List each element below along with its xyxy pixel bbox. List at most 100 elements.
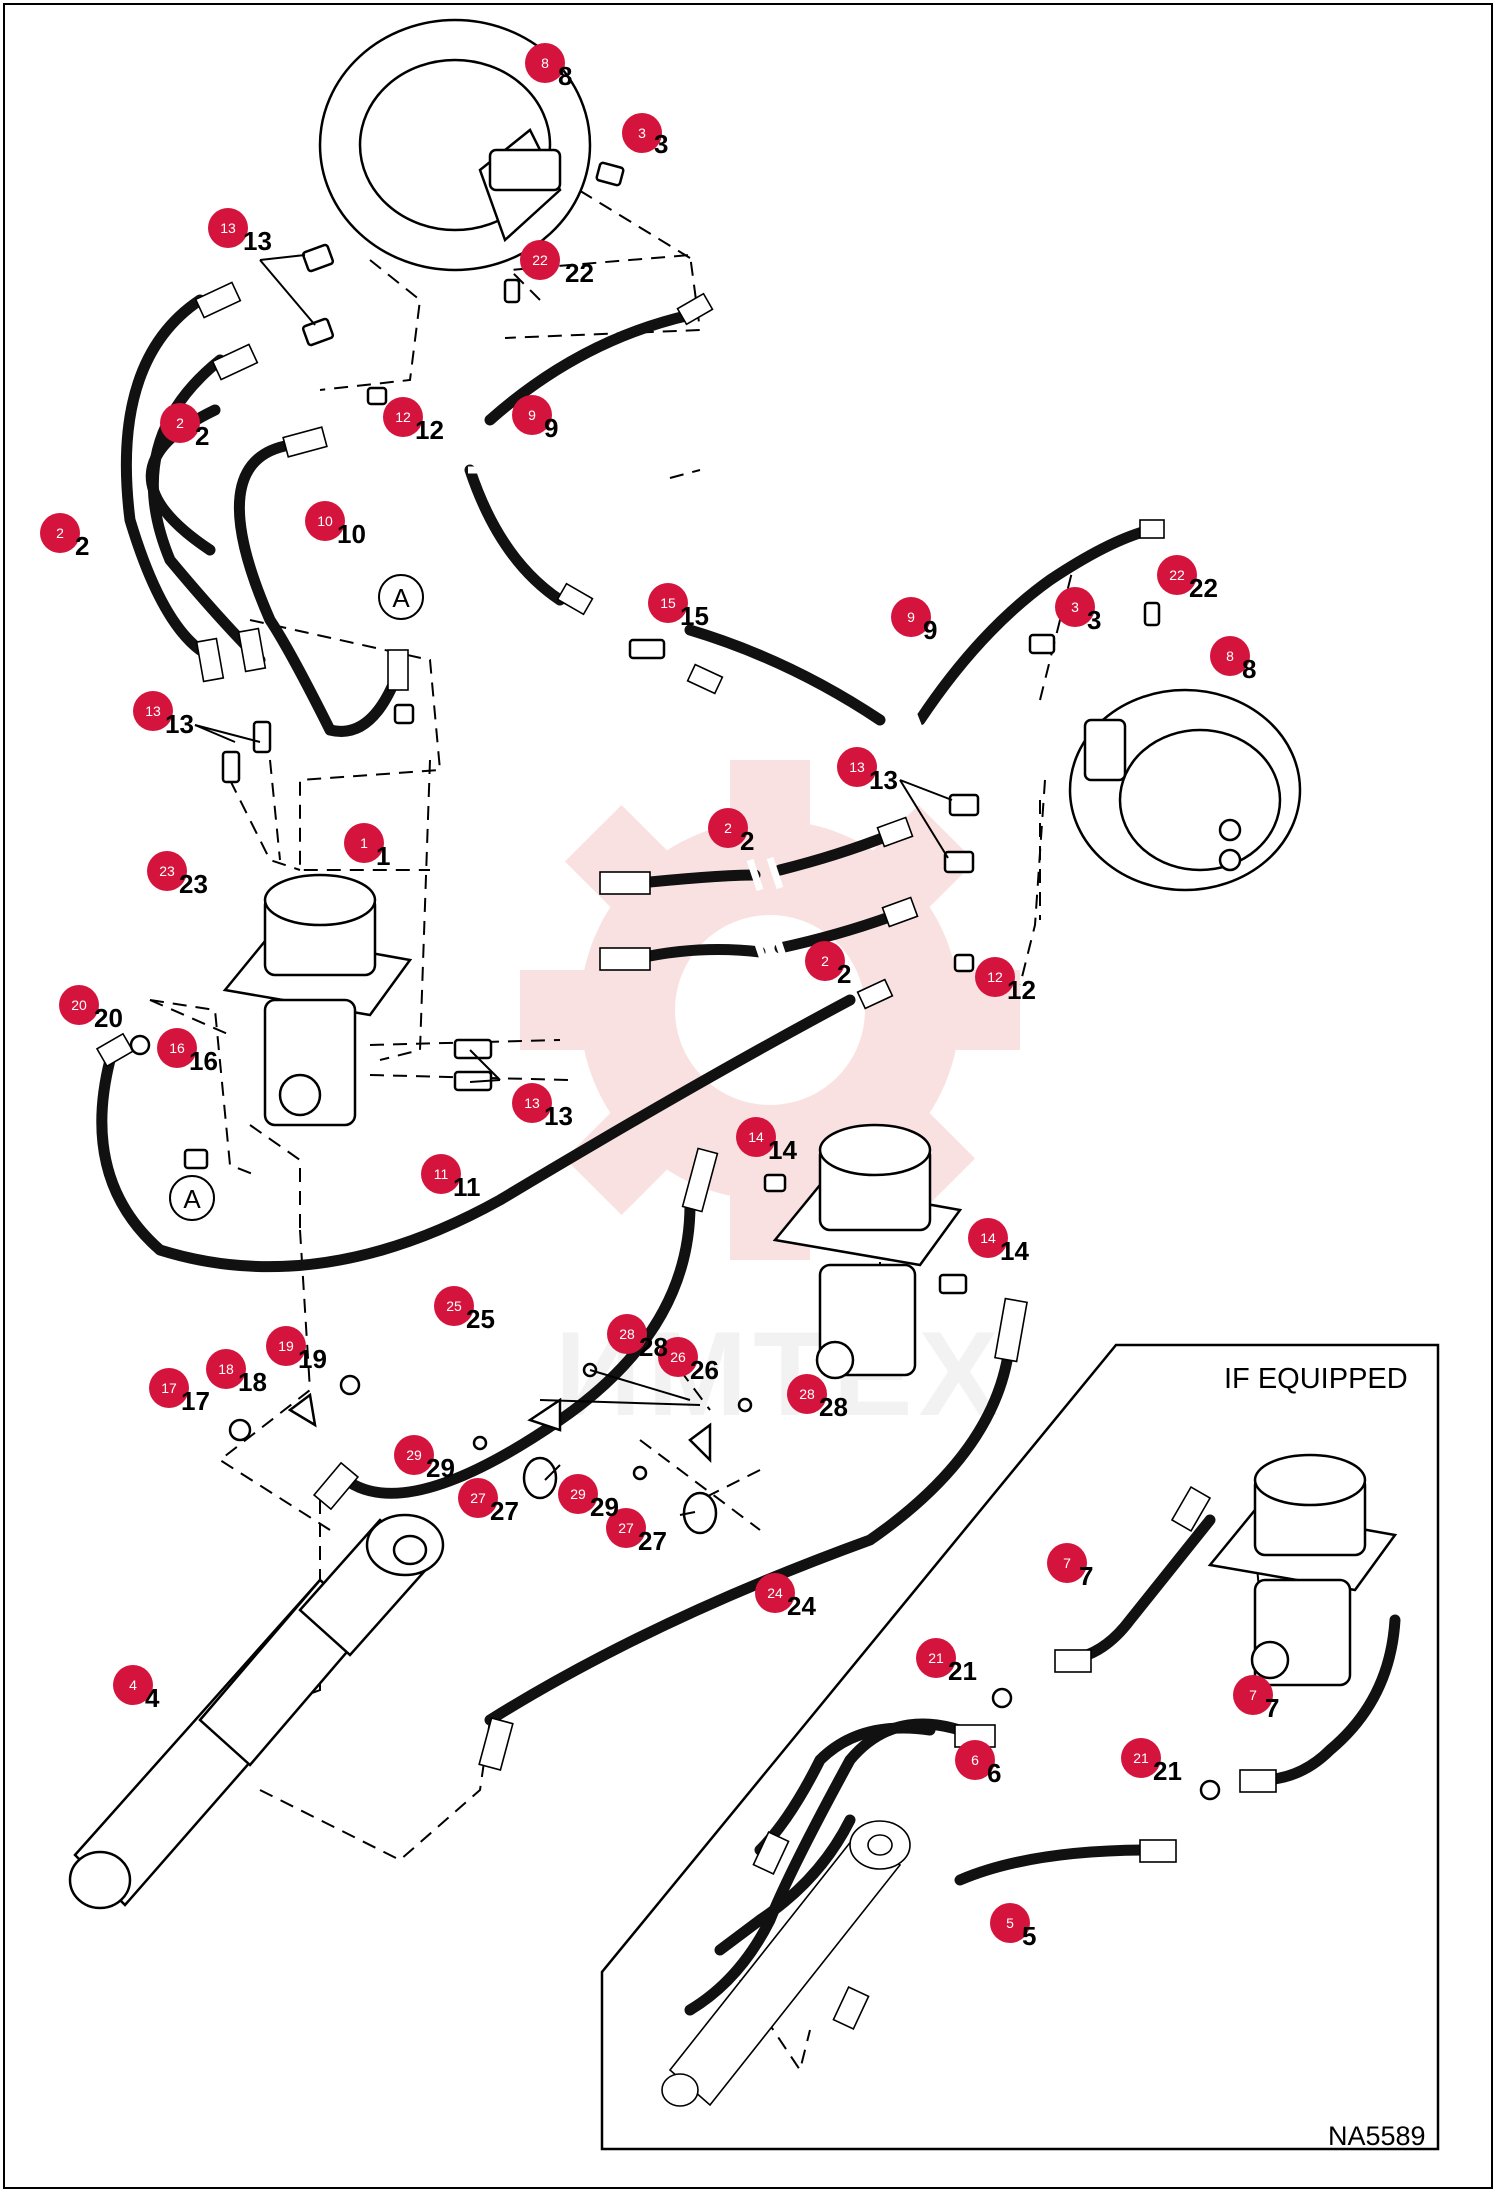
part-number-2: 2 xyxy=(740,826,754,856)
svg-text:29: 29 xyxy=(570,1486,586,1502)
svg-text:28: 28 xyxy=(619,1326,635,1342)
leader-lines xyxy=(194,254,953,1516)
part-badge-18: 18 xyxy=(206,1349,246,1389)
part-number-25: 25 xyxy=(466,1304,495,1334)
part-number-4: 4 xyxy=(145,1683,160,1713)
svg-text:11: 11 xyxy=(434,1166,449,1182)
svg-text:7: 7 xyxy=(1063,1555,1071,1571)
svg-text:24: 24 xyxy=(767,1585,783,1601)
part-number-9: 9 xyxy=(544,413,558,443)
part-badge-2: 2 xyxy=(708,808,748,848)
svg-text:7: 7 xyxy=(1249,1687,1257,1703)
part-badge-2: 2 xyxy=(40,513,80,553)
part-number-23: 23 xyxy=(179,869,208,899)
part-number-22: 22 xyxy=(1189,573,1218,603)
part-badge-14: 14 xyxy=(736,1117,776,1157)
part-number-15: 15 xyxy=(680,601,709,631)
svg-text:26: 26 xyxy=(670,1349,686,1365)
part-badge-4: 4 xyxy=(113,1665,153,1705)
svg-text:9: 9 xyxy=(907,609,915,625)
part-number-2: 2 xyxy=(195,421,209,451)
part-badge-3: 3 xyxy=(622,113,662,153)
svg-text:22: 22 xyxy=(1169,567,1185,583)
part-badge-20: 20 xyxy=(59,985,99,1025)
svg-text:1: 1 xyxy=(360,835,368,851)
hose-breaks xyxy=(468,436,924,967)
part-number-2: 2 xyxy=(837,959,851,989)
svg-text:14: 14 xyxy=(748,1129,764,1145)
part-badge-1: 1 xyxy=(344,823,384,863)
svg-text:15: 15 xyxy=(660,595,676,611)
part-number-14: 14 xyxy=(768,1135,797,1165)
part-number-21: 21 xyxy=(1153,1756,1182,1786)
part-badge-9: 9 xyxy=(891,597,931,637)
part-badge-7: 7 xyxy=(1233,1675,1273,1715)
part-badge-19: 19 xyxy=(266,1326,306,1366)
svg-text:21: 21 xyxy=(1133,1750,1149,1766)
part-badge-13: 13 xyxy=(133,691,173,731)
drive-motor-top xyxy=(318,18,592,272)
part-badge-27: 27 xyxy=(458,1478,498,1518)
svg-text:3: 3 xyxy=(1071,599,1079,615)
svg-text:2: 2 xyxy=(724,820,732,836)
svg-text:6: 6 xyxy=(971,1752,979,1768)
part-number-13: 13 xyxy=(544,1101,573,1131)
part-badge-15: 15 xyxy=(648,583,688,623)
part-badge-24: 24 xyxy=(755,1573,795,1613)
part-badge-14: 14 xyxy=(968,1218,1008,1258)
part-badge-27: 27 xyxy=(606,1508,646,1548)
svg-text:19: 19 xyxy=(278,1338,294,1354)
cylinder-main xyxy=(68,1513,445,1910)
part-number-13: 13 xyxy=(869,765,898,795)
part-number-5: 5 xyxy=(1022,1921,1036,1951)
svg-text:17: 17 xyxy=(161,1380,177,1396)
part-badge-17: 17 xyxy=(149,1368,189,1408)
part-number-13: 13 xyxy=(243,226,272,256)
part-badge-2: 2 xyxy=(160,403,200,443)
part-badge-28: 28 xyxy=(787,1374,827,1414)
detail-marker-bottom: A xyxy=(169,1175,215,1221)
svg-text:2: 2 xyxy=(821,953,829,969)
svg-text:12: 12 xyxy=(987,969,1003,985)
part-number-6: 6 xyxy=(987,1758,1001,1788)
part-number-22: 22 xyxy=(565,258,594,288)
rotary-joint-left xyxy=(222,873,413,1127)
part-badge-23: 23 xyxy=(147,851,187,891)
part-badge-29: 29 xyxy=(558,1474,598,1514)
svg-text:20: 20 xyxy=(71,997,87,1013)
svg-text:16: 16 xyxy=(169,1040,185,1056)
svg-text:12: 12 xyxy=(395,409,411,425)
svg-text:13: 13 xyxy=(524,1095,540,1111)
hose-fittings xyxy=(95,281,1277,2031)
part-number-3: 3 xyxy=(1087,605,1101,635)
part-badge-8: 8 xyxy=(1210,636,1250,676)
svg-text:25: 25 xyxy=(446,1298,462,1314)
part-number-3: 3 xyxy=(654,129,668,159)
part-number-12: 12 xyxy=(415,415,444,445)
part-number-14: 14 xyxy=(1000,1236,1029,1266)
part-badge-6: 6 xyxy=(955,1740,995,1780)
clamps xyxy=(287,1362,753,1535)
part-badge-21: 21 xyxy=(916,1638,956,1678)
svg-text:8: 8 xyxy=(541,55,549,71)
part-number-9: 9 xyxy=(923,615,937,645)
part-badge-10: 10 xyxy=(305,501,345,541)
part-number-27: 27 xyxy=(638,1526,667,1556)
part-badge-12: 12 xyxy=(383,397,423,437)
part-number-21: 21 xyxy=(948,1656,977,1686)
svg-text:27: 27 xyxy=(618,1520,634,1536)
svg-text:A: A xyxy=(392,583,410,613)
part-number-29: 29 xyxy=(590,1492,619,1522)
detail-marker-top: A xyxy=(378,574,424,620)
part-badge-26: 26 xyxy=(658,1337,698,1377)
part-badge-11: 11 xyxy=(421,1154,461,1194)
part-badge-12: 12 xyxy=(975,957,1015,997)
svg-text:4: 4 xyxy=(129,1677,137,1693)
svg-text:2: 2 xyxy=(176,415,184,431)
part-number-19: 19 xyxy=(298,1344,327,1374)
svg-text:2: 2 xyxy=(56,525,64,541)
svg-text:29: 29 xyxy=(406,1447,422,1463)
